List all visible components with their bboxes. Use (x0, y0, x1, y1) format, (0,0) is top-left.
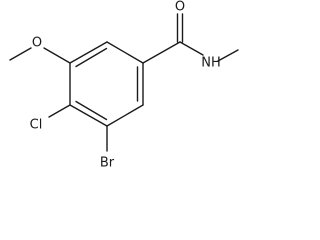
atom-label-nitrogen-amide: NH (201, 56, 221, 71)
ring-double-bond-c5-c6 (75, 47, 108, 68)
atom-label-bromine: Br (100, 156, 115, 171)
bromo-substituent: Br (100, 125, 115, 171)
ring-bond-c2-c3 (106, 104, 144, 127)
chloro-substituent: Cl (30, 104, 71, 133)
ring-bond-c5-c6 (69, 41, 108, 64)
molecule-structure-diagram: O NH O Cl Br (9, 0, 239, 171)
atom-label-oxygen-carbonyl: O (175, 0, 185, 15)
bond-ring-to-chlorine (48, 104, 71, 118)
amide-group: O NH (142, 0, 239, 71)
ring-bond-c6-c1 (106, 41, 144, 64)
bond-nitrogen-to-methyl (217, 49, 239, 62)
bond-methoxy-oxygen-to-methyl (9, 47, 32, 61)
ring-bond-c3-c4 (69, 104, 108, 127)
bond-carbonyl-carbon-to-nitrogen (179, 41, 204, 56)
atom-label-oxygen-methoxy: O (32, 36, 42, 51)
ring-double-bond-c3-c4 (75, 100, 108, 121)
bond-ring-to-methoxy-oxygen (43, 47, 71, 64)
benzene-ring (69, 41, 144, 127)
methoxy-group: O (9, 36, 71, 64)
bond-ring-to-carbonyl-carbon (142, 41, 181, 64)
atom-label-chlorine: Cl (30, 118, 43, 133)
